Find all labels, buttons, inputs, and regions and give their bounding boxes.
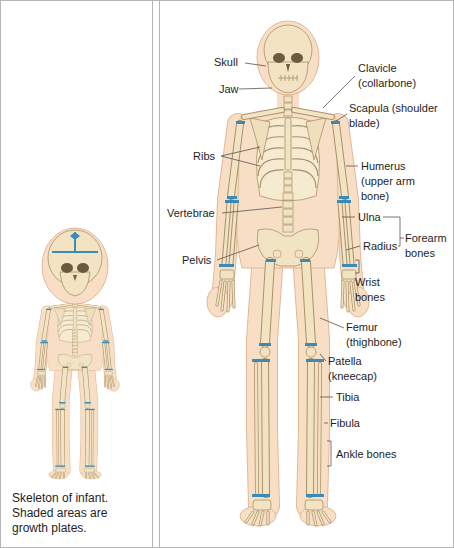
bone-label: Forearm bones xyxy=(405,231,451,261)
bone-label: Wrist bones xyxy=(355,275,397,305)
bone-label: Clavicle (collarbone) xyxy=(358,61,438,91)
bone-label: Vertebrae xyxy=(167,206,215,221)
bone-label: Tibia xyxy=(336,390,359,405)
bone-label: Ankle bones xyxy=(336,447,397,462)
bone-label: Humerus (upper arm bone) xyxy=(361,159,427,204)
bone-label: Skull xyxy=(214,55,238,70)
bone-label: Pelvis xyxy=(182,253,211,268)
bone-label: Femur (thighbone) xyxy=(346,320,412,350)
bone-label: Jaw xyxy=(219,82,239,97)
bone-label: Patella (kneecap) xyxy=(328,354,386,384)
bone-label: Ribs xyxy=(193,149,215,164)
bone-label: Fibula xyxy=(330,416,360,431)
caption: Skeleton of infant. Shaded areas are gro… xyxy=(12,491,140,536)
bone-label: Scapula (shoulder blade) xyxy=(349,101,441,131)
bone-label: Ulna xyxy=(358,210,381,225)
bone-label: Radius xyxy=(363,239,397,254)
